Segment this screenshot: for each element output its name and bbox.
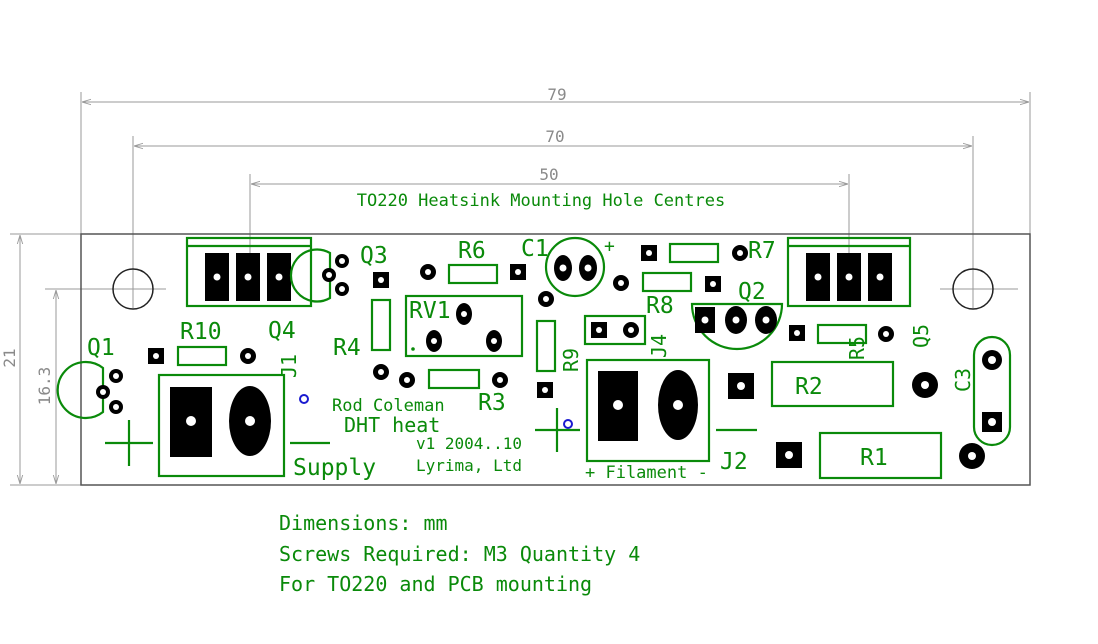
label-r2: R2 xyxy=(795,374,823,400)
q2-footprint xyxy=(690,302,784,351)
mounting-hole-right xyxy=(952,268,994,310)
label-c3: C3 xyxy=(951,368,975,392)
label-r6: R6 xyxy=(458,238,486,264)
label-j2: J2 xyxy=(720,449,748,475)
label-c1-plus: + xyxy=(604,236,615,257)
j1-footprint xyxy=(105,373,330,478)
label-r4: R4 xyxy=(333,335,361,361)
dimension-70: 70 xyxy=(545,127,564,146)
rv1-footprint xyxy=(404,294,524,358)
j2-footprint xyxy=(535,358,757,463)
note-screws: Screws Required: M3 Quantity 4 xyxy=(279,542,640,566)
supply-label: Supply xyxy=(293,455,376,481)
board-title: DHT heat xyxy=(344,413,440,437)
c1-footprint xyxy=(544,236,606,298)
label-r7: R7 xyxy=(748,238,776,264)
q4-footprint xyxy=(185,236,313,308)
via-left xyxy=(299,394,309,404)
label-q1: Q1 xyxy=(87,335,115,361)
q5-footprint xyxy=(786,236,912,308)
label-rv1: RV1 xyxy=(409,298,451,324)
dimension-lines xyxy=(10,92,1031,486)
label-q5: Q5 xyxy=(909,324,933,348)
label-j4: J4 xyxy=(647,334,671,358)
label-q2: Q2 xyxy=(738,279,766,305)
note-mounting: For TO220 and PCB mounting xyxy=(279,572,592,596)
board-version: v1 2004..10 xyxy=(416,434,522,453)
resistor-outlines xyxy=(176,242,943,480)
label-r8: R8 xyxy=(646,293,674,319)
label-c1: C1 xyxy=(521,236,549,262)
label-q4: Q4 xyxy=(268,318,296,344)
dimension-16-3: 16.3 xyxy=(35,367,54,406)
q1-footprint xyxy=(56,360,123,420)
small-pads xyxy=(148,245,985,469)
dimension-50: 50 xyxy=(539,165,558,184)
label-q3: Q3 xyxy=(360,243,388,269)
board-company: Lyrima, Ltd xyxy=(416,456,522,475)
board-outline xyxy=(80,233,1031,486)
dimension-79: 79 xyxy=(547,85,566,104)
mounting-hole-left xyxy=(112,268,154,310)
heatsink-caption: TO220 Heatsink Mounting Hole Centres xyxy=(357,191,725,211)
j4-footprint xyxy=(583,314,647,346)
c3-footprint xyxy=(972,335,1012,447)
via-right xyxy=(563,419,573,429)
label-r3: R3 xyxy=(478,390,506,416)
note-dimensions: Dimensions: mm xyxy=(279,511,448,535)
board-author: Rod Coleman xyxy=(332,396,445,416)
q3-footprint xyxy=(289,248,349,303)
label-r10: R10 xyxy=(180,319,222,345)
filament-label: + Filament - xyxy=(585,463,708,483)
label-r5: R5 xyxy=(845,336,869,360)
dimension-21: 21 xyxy=(0,348,19,367)
label-r9: R9 xyxy=(559,348,583,372)
label-j1: J1 xyxy=(277,354,301,378)
label-r1: R1 xyxy=(860,445,888,471)
